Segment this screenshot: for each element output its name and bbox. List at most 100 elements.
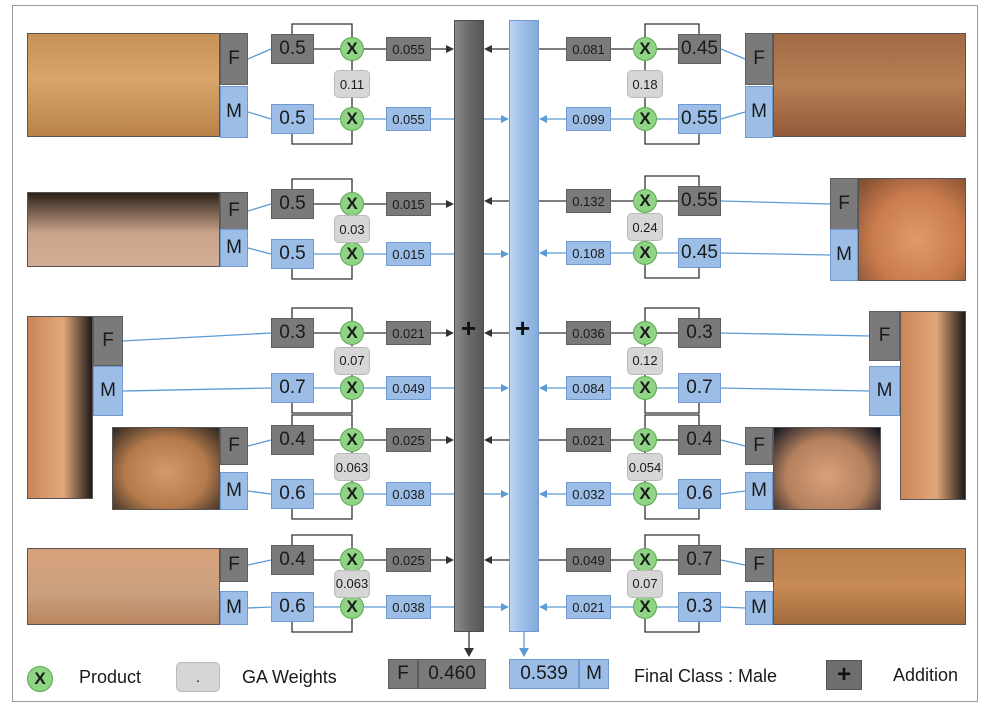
left-forehead-female-tag: F	[220, 192, 248, 230]
female-sum-plus-icon: +	[461, 313, 477, 343]
right-mouth-male-tag: M	[745, 591, 773, 625]
left-side-face-photo	[27, 316, 93, 499]
legend-ga-label: GA Weights	[242, 667, 337, 687]
right-nose-photo	[858, 178, 966, 281]
left-forehead-female-to-sum-arrow	[446, 200, 454, 208]
right-full-face-female-tag: F	[745, 427, 773, 465]
right-eyes-female-to-sum-arrow	[484, 45, 492, 53]
left-forehead-top-bracket	[291, 178, 353, 192]
left-full-face-bottom-bracket	[291, 506, 353, 520]
left-side-face-top-bracket	[291, 307, 353, 321]
left-full-face-female-prob: 0.4	[271, 425, 314, 455]
right-eyes-female-product-icon: X	[633, 37, 657, 61]
right-mouth-top-bracket	[644, 534, 700, 548]
left-eyes-female-tag-line	[247, 48, 272, 60]
right-mouth-female-prob: 0.7	[678, 545, 721, 575]
left-full-face-male-tag: M	[220, 472, 248, 510]
right-nose-male-tag-line	[720, 252, 831, 256]
male-sum-bar	[509, 20, 539, 632]
left-eyes-smiling-female-tag-line	[247, 559, 272, 566]
left-full-face-male-product: 0.038	[386, 482, 431, 506]
right-side-face-male-to-sum-arrow	[539, 384, 547, 392]
left-side-face-ga-weight: 0.07	[334, 346, 370, 375]
left-forehead-male-to-sum-arrow	[501, 250, 509, 258]
left-eyes-female-prob: 0.5	[271, 34, 314, 64]
right-mouth-female-tag: F	[745, 548, 773, 582]
left-full-face-male-tag-line	[247, 490, 272, 495]
right-eyes-male-to-sum-arrow	[539, 115, 547, 123]
right-eyes-male-prob: 0.55	[678, 104, 721, 134]
right-nose-male-product: 0.108	[566, 241, 611, 265]
diagram-frame	[12, 5, 978, 702]
right-eyes-male-tag: M	[745, 86, 773, 138]
legend-ga-icon: .	[176, 662, 220, 692]
left-full-face-female-tag: F	[220, 427, 248, 465]
right-nose-female-tag-line	[720, 200, 831, 205]
right-mouth-male-product-icon: X	[633, 595, 657, 619]
left-eyes-smiling-top-bracket	[291, 534, 353, 548]
right-eyes-ga-weight: 0.18	[627, 70, 663, 98]
right-side-face-male-product: 0.084	[566, 376, 611, 400]
right-full-face-female-prob: 0.4	[678, 425, 721, 455]
right-mouth-female-product-icon: X	[633, 548, 657, 572]
right-full-face-male-product: 0.032	[566, 482, 611, 506]
left-eyes-female-product-icon: X	[340, 37, 364, 61]
left-side-face-female-product-icon: X	[340, 321, 364, 345]
left-full-face-male-to-sum-arrow	[501, 490, 509, 498]
left-side-face-male-prob: 0.7	[271, 373, 314, 403]
left-full-face-female-product-icon: X	[340, 428, 364, 452]
right-full-face-female-product-icon: X	[633, 428, 657, 452]
right-side-face-female-to-sum-arrow	[484, 329, 492, 337]
right-side-face-male-tag: M	[869, 366, 900, 416]
left-eyes-smiling-female-to-sum-arrow	[446, 556, 454, 564]
female-sum-output-arrow	[464, 648, 474, 657]
left-eyes-smiling-female-prob: 0.4	[271, 545, 314, 575]
left-side-face-female-product: 0.021	[386, 321, 431, 345]
right-nose-male-tag: M	[830, 229, 858, 281]
right-full-face-female-to-sum-arrow	[484, 436, 492, 444]
left-forehead-photo	[27, 192, 220, 267]
right-full-face-male-tag-line	[720, 490, 746, 495]
right-nose-ga-weight: 0.24	[627, 213, 663, 241]
right-eyes-female-prob: 0.45	[678, 34, 721, 64]
left-side-face-male-tag-line	[122, 387, 272, 392]
right-full-face-top-bracket	[644, 414, 700, 428]
left-eyes-bottom-bracket	[291, 131, 353, 145]
right-side-face-top-bracket	[644, 307, 700, 321]
right-side-face-male-prob: 0.7	[678, 373, 721, 403]
left-side-face-male-tag: M	[93, 366, 123, 416]
right-nose-male-product-icon: X	[633, 241, 657, 265]
left-eyes-smiling-photo	[27, 548, 220, 625]
left-full-face-female-to-sum-arrow	[446, 436, 454, 444]
right-eyes-male-tag-line	[720, 111, 746, 120]
right-mouth-female-tag-line	[720, 559, 746, 566]
right-nose-bottom-bracket	[644, 265, 700, 279]
right-mouth-photo	[773, 548, 966, 625]
right-side-face-male-tag-line	[720, 387, 870, 392]
right-side-face-female-tag: F	[869, 311, 900, 361]
right-mouth-female-to-sum-arrow	[484, 556, 492, 564]
left-forehead-ga-weight: 0.03	[334, 215, 370, 243]
left-eyes-ga-weight: 0.11	[334, 70, 370, 98]
right-side-face-female-product-icon: X	[633, 321, 657, 345]
result-male-score: 0.539	[509, 659, 579, 689]
right-nose-top-bracket	[644, 175, 700, 189]
left-eyes-smiling-male-prob: 0.6	[271, 592, 314, 622]
right-full-face-male-product-icon: X	[633, 482, 657, 506]
right-full-face-bottom-bracket	[644, 506, 700, 520]
right-side-face-ga-weight: 0.12	[627, 346, 663, 375]
left-eyes-male-prob: 0.5	[271, 104, 314, 134]
male-sum-output-arrow	[519, 648, 529, 657]
left-eyes-smiling-bottom-bracket	[291, 619, 353, 633]
right-mouth-bottom-bracket	[644, 619, 700, 633]
male-sum-plus-icon: +	[515, 313, 531, 343]
female-sum-bar	[454, 20, 484, 632]
right-nose-female-prob: 0.55	[678, 186, 721, 216]
right-side-face-bottom-bracket	[644, 400, 700, 414]
left-full-face-male-product-icon: X	[340, 482, 364, 506]
left-eyes-male-to-sum-arrow	[501, 115, 509, 123]
left-forehead-male-product-icon: X	[340, 242, 364, 266]
right-side-face-male-product-icon: X	[633, 376, 657, 400]
